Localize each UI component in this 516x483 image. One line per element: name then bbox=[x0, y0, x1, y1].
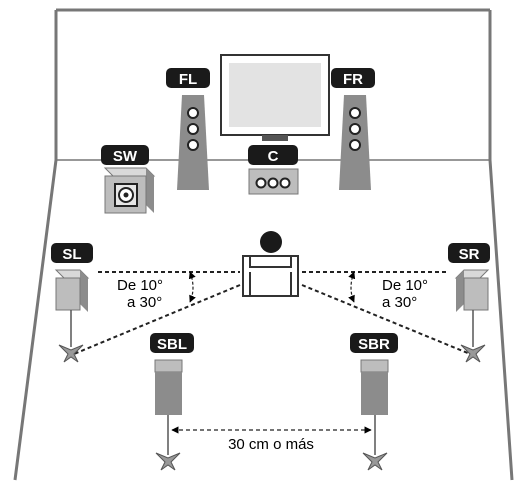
surround-right-label-text: SR bbox=[459, 246, 480, 263]
surround-right-label: SR bbox=[448, 243, 490, 263]
front-right-speaker-icon bbox=[339, 95, 371, 190]
front-right-label: FR bbox=[331, 68, 375, 88]
angle-note-right-line1: De 10° bbox=[382, 277, 428, 294]
surround-back-left-label: SBL bbox=[150, 333, 194, 353]
angle-note-left: De 10° a 30° bbox=[117, 277, 163, 311]
center-label-text: C bbox=[268, 148, 279, 165]
tv-icon bbox=[220, 54, 330, 141]
angle-lines bbox=[73, 271, 471, 355]
surround-left-speaker-icon bbox=[54, 269, 90, 363]
front-right-label-text: FR bbox=[343, 71, 363, 88]
center-speaker-icon bbox=[248, 168, 299, 195]
angle-note-right: De 10° a 30° bbox=[382, 277, 428, 311]
subwoofer-label-text: SW bbox=[113, 148, 138, 165]
surround-left-label: SL bbox=[51, 243, 93, 263]
surround-back-left-label-text: SBL bbox=[157, 336, 187, 353]
subwoofer-label: SW bbox=[101, 145, 149, 165]
surround-back-right-speaker-icon bbox=[360, 359, 389, 471]
front-left-speaker-icon bbox=[177, 95, 209, 190]
right-angle-arc bbox=[348, 271, 356, 303]
surround-right-speaker-icon bbox=[454, 269, 490, 363]
surround-back-right-label-text: SBR bbox=[358, 336, 390, 353]
front-left-label-text: FL bbox=[179, 71, 197, 88]
subwoofer-icon bbox=[103, 167, 156, 214]
center-label: C bbox=[248, 145, 298, 165]
left-angle-arc bbox=[188, 271, 196, 303]
surround-left-label-text: SL bbox=[62, 246, 81, 263]
listener-icon bbox=[242, 231, 299, 297]
angle-note-right-line2: a 30° bbox=[382, 294, 417, 311]
surround-back-right-label: SBR bbox=[350, 333, 398, 353]
angle-note-left-line2: a 30° bbox=[127, 294, 162, 311]
angle-note-left-line1: De 10° bbox=[117, 277, 163, 294]
front-left-label: FL bbox=[166, 68, 210, 88]
surround-back-left-speaker-icon bbox=[154, 359, 183, 471]
distance-label: 30 cm o más bbox=[228, 436, 314, 453]
